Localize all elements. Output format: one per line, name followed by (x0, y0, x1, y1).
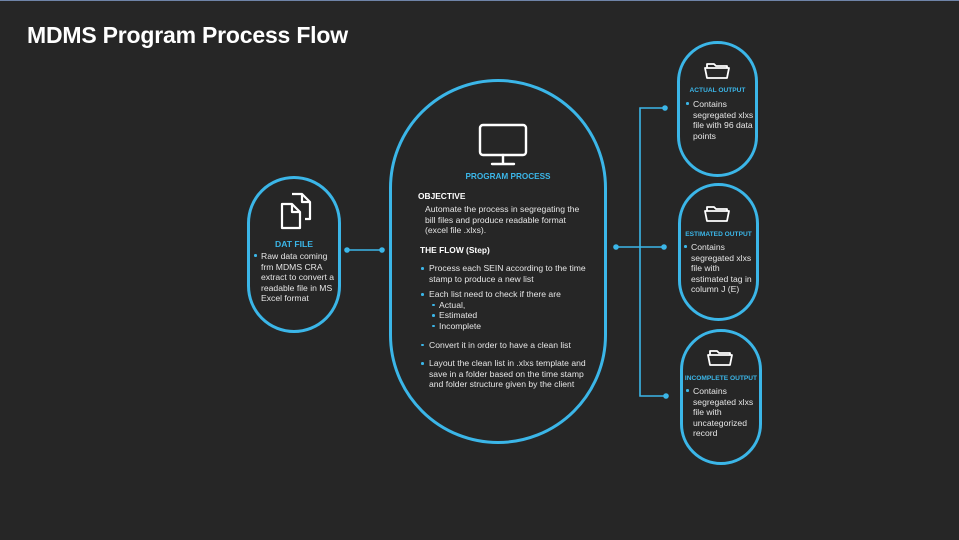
top-border-line (0, 0, 959, 1)
connector-dot (613, 244, 619, 250)
flow-step: Layout the clean list in .xlxs template … (420, 358, 590, 390)
flow-steps-list: Process each SEIN according to the time … (420, 263, 590, 390)
incomplete-output-heading: INCOMPLETE OUTPUT (684, 375, 758, 382)
objective-label: OBJECTIVE (418, 191, 466, 201)
incomplete-output-bullet: Contains segregated xlxs file with uncat… (686, 386, 756, 439)
dat-file-heading: DAT FILE (274, 239, 314, 249)
incomplete-output-node (680, 329, 762, 465)
program-process-heading: PROGRAM PROCESS (465, 172, 551, 181)
slide-title: MDMS Program Process Flow (27, 22, 348, 48)
estimated-output-bullet: Contains segregated xlxs file with estim… (684, 242, 756, 295)
objective-text: Automate the process in segregating the … (425, 204, 580, 236)
connector-dot (663, 393, 669, 399)
connector-dot (379, 247, 385, 253)
flow-step: Convert it in order to have a clean list (420, 340, 590, 351)
documents-icon (280, 192, 312, 230)
connector-dot (344, 247, 350, 253)
estimated-output-node (678, 183, 759, 321)
estimated-output-description: Contains segregated xlxs file with estim… (684, 242, 756, 295)
folder-icon (704, 62, 730, 80)
flow-label: THE FLOW (Step) (420, 245, 490, 255)
actual-output-bullet: Contains segregated xlxs file with 96 da… (686, 99, 756, 141)
folder-icon (704, 205, 730, 223)
actual-output-node (677, 41, 758, 177)
dat-file-node (247, 176, 341, 333)
flow-step: Process each SEIN according to the time … (420, 263, 590, 284)
flow-sub-item: Actual, (432, 300, 590, 311)
connector-dot (662, 105, 668, 111)
estimated-output-heading: ESTIMATED OUTPUT (685, 231, 752, 238)
monitor-icon (478, 123, 528, 167)
trunk-line (639, 107, 666, 397)
flow-step: Each list need to check if there are (420, 289, 590, 300)
program-process-node (389, 79, 607, 444)
incomplete-output-description: Contains segregated xlxs file with uncat… (686, 386, 756, 439)
flow-sub-item: Incomplete (432, 321, 590, 332)
flow-sub-item: Estimated (432, 310, 590, 321)
actual-output-description: Contains segregated xlxs file with 96 da… (686, 99, 756, 141)
dat-file-description: Raw data coming frm MDMS CRA extract to … (254, 251, 338, 304)
flow-sub-list: Actual, Estimated Incomplete (420, 300, 590, 332)
folder-icon (707, 349, 733, 367)
dat-file-bullet: Raw data coming frm MDMS CRA extract to … (254, 251, 338, 304)
connector-dot (661, 244, 667, 250)
actual-output-heading: ACTUAL OUTPUT (689, 87, 746, 94)
